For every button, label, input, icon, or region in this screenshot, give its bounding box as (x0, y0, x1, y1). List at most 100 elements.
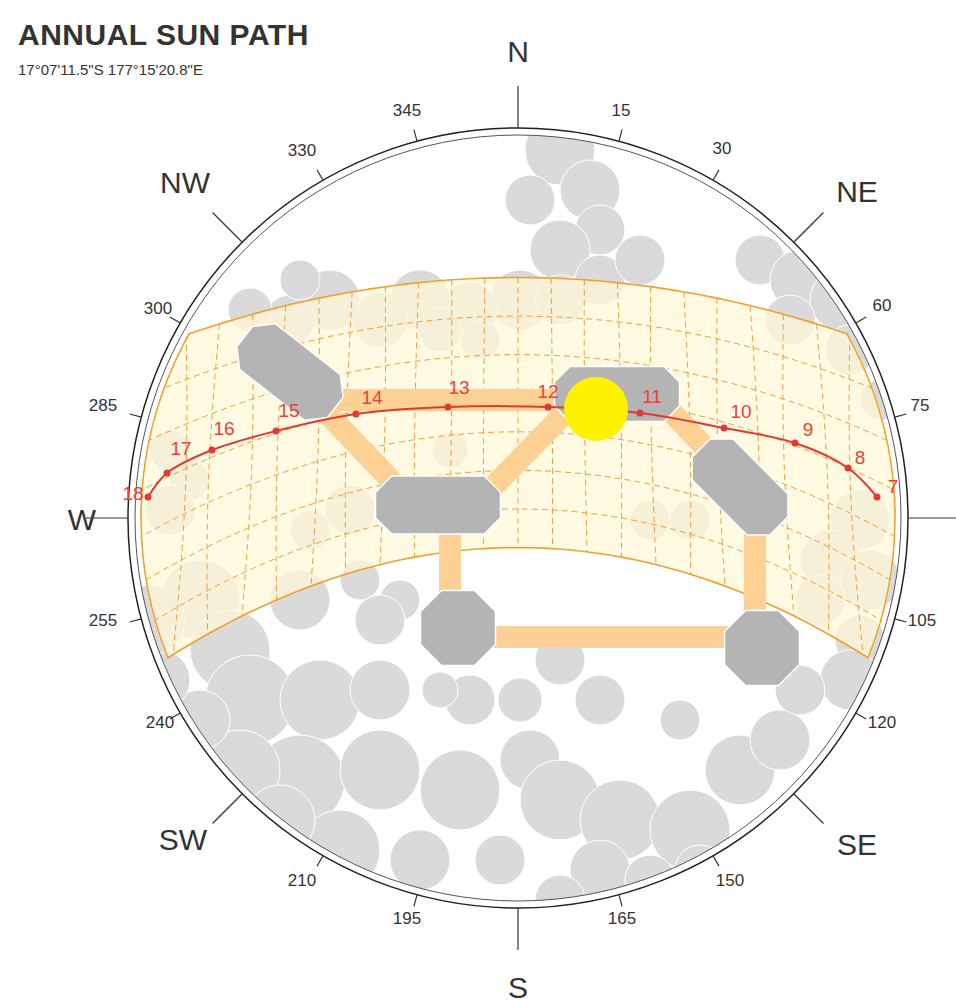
compass-label: N (507, 37, 529, 67)
hour-label: 14 (361, 388, 382, 407)
horizon-circle (135, 135, 901, 901)
compass-label: SW (159, 825, 207, 855)
cloud (280, 660, 360, 740)
horizon-circle (128, 128, 908, 908)
azimuth-tick (213, 213, 243, 243)
hour-dot (164, 470, 171, 477)
building-block (681, 428, 800, 547)
band-edge (141, 141, 895, 895)
hour-dot (874, 494, 881, 501)
azimuth-label: 195 (393, 910, 421, 927)
sun-path-curve (148, 406, 877, 497)
hour-dot (353, 411, 360, 418)
hour-line (207, 324, 219, 634)
cloud (498, 678, 542, 722)
azimuth-label: 75 (911, 397, 930, 414)
building-plan (227, 314, 800, 686)
hour-dot (445, 404, 452, 411)
azimuth-tick (317, 170, 323, 180)
azimuth-tick (517, 86, 518, 128)
walkway (470, 626, 760, 648)
coordinates: 17°07'11.5"S 177°15'20.8"E (18, 62, 203, 77)
azimuth-tick (794, 213, 824, 243)
hour-dot (792, 440, 799, 447)
walkway (305, 390, 760, 637)
hour-dot (637, 410, 644, 417)
sun-path-band (120, 141, 916, 895)
cloud (505, 175, 555, 225)
hour-label: 16 (213, 419, 234, 438)
azimuth-tick (895, 414, 907, 417)
azimuth-label: 285 (89, 397, 117, 414)
cloud (575, 675, 625, 725)
hour-dot (273, 428, 280, 435)
cloud (170, 690, 230, 750)
building-block (725, 611, 800, 686)
hour-line (518, 278, 519, 548)
cloud (422, 672, 458, 708)
azimuth-tick (213, 794, 243, 824)
azimuth-tick (794, 794, 824, 824)
azimuth-label: 150 (716, 872, 744, 889)
compass-label: SE (837, 830, 877, 860)
hour-line (783, 314, 794, 616)
azimuth-tick (856, 713, 866, 719)
azimuth-label: 15 (612, 102, 631, 119)
cloud (355, 595, 405, 645)
hour-dot (845, 465, 852, 472)
cloud (615, 235, 665, 285)
hour-label: 17 (170, 439, 191, 458)
cloud (280, 260, 320, 300)
azimuth-label: 105 (908, 612, 936, 629)
hour-line (650, 287, 656, 565)
azimuth-tick (130, 619, 142, 622)
hour-label: 13 (448, 378, 469, 397)
azimuth-tick (713, 170, 719, 180)
azimuth-label: 210 (288, 872, 316, 889)
hour-dot (145, 494, 152, 501)
walkway (485, 408, 570, 495)
azimuth-label: 165 (608, 910, 636, 927)
building-block (376, 476, 501, 534)
cloud (350, 660, 410, 720)
hour-label: 9 (803, 420, 814, 439)
azimuth-tick (414, 130, 417, 142)
cloud (390, 830, 450, 890)
hour-dot (721, 425, 728, 432)
band-edge (120, 548, 916, 691)
hour-label: 7 (888, 477, 899, 496)
azimuth-ticks (86, 86, 956, 950)
cloud (420, 750, 500, 830)
building-block (227, 314, 353, 431)
compass-label: S (508, 973, 528, 1003)
azimuth-label: 300 (144, 300, 172, 317)
hour-line (173, 335, 187, 655)
azimuth-tick (317, 856, 323, 866)
cloud (340, 730, 420, 810)
azimuth-tick (130, 414, 142, 417)
cloud (660, 700, 700, 740)
hour-label: 12 (537, 382, 558, 401)
hour-line (817, 324, 829, 634)
hour-label: 18 (122, 484, 143, 503)
sun-path-line (145, 404, 881, 501)
diagram-title: ANNUAL SUN PATH (18, 20, 309, 50)
azimuth-tick (856, 317, 866, 323)
azimuth-label: 30 (713, 140, 732, 157)
sun (564, 377, 628, 441)
cloud (750, 710, 810, 770)
azimuth-tick (619, 895, 622, 907)
compass-label: NE (836, 177, 878, 207)
cloud (625, 855, 675, 905)
hour-line (849, 335, 863, 655)
date-line (120, 393, 916, 501)
hour-label: 8 (855, 448, 866, 467)
azimuth-label: 345 (393, 102, 421, 119)
hour-dot (545, 404, 552, 411)
azimuth-label: 240 (146, 714, 174, 731)
band-fill (120, 278, 916, 691)
compass-label: W (68, 505, 96, 535)
cloud (820, 650, 880, 710)
hour-label: 11 (642, 387, 662, 406)
azimuth-tick (619, 130, 622, 142)
